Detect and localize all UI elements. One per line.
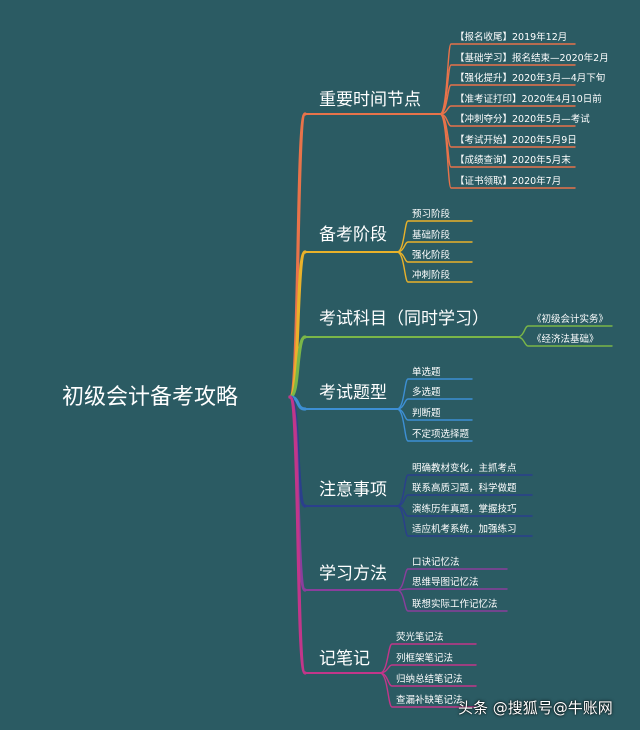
leaf-topic: 【强化提升】2020年3月—4月下旬 (455, 73, 606, 84)
branch-note-taking: 记笔记 (319, 649, 370, 669)
branch-exam-subjects: 考试科目（同时学习） (319, 309, 489, 329)
leaf-connector (439, 84, 576, 115)
leaf-topic: 单选题 (412, 367, 441, 378)
leaf-connector (396, 251, 473, 283)
leaf-connector (396, 505, 533, 537)
leaf-connector (516, 336, 613, 347)
leaf-topic: 【冲刺夺分】2020年5月—考试 (455, 114, 590, 125)
leaf-topic: 联系高质习题，科学做题 (412, 483, 517, 494)
leaf-connector (396, 589, 508, 612)
leaf-topic: 《初级会计实务》 (532, 314, 609, 325)
branch-question-types: 考试题型 (319, 383, 387, 403)
leaf-topic: 联想实际工作记忆法 (412, 599, 498, 610)
branch-notes: 注意事项 (319, 480, 387, 500)
leaf-topic: 口诀记忆法 (412, 557, 460, 568)
branch-important-dates: 重要时间节点 (319, 90, 421, 110)
leaf-topic: 【成绩查询】2020年5月末 (455, 155, 571, 166)
leaf-connector (379, 643, 477, 674)
leaf-connector (396, 588, 508, 591)
leaf-topic: 查漏补缺笔记法 (396, 695, 463, 706)
leaf-topic: 强化阶段 (412, 250, 451, 261)
branch-connector (288, 395, 307, 675)
leaf-topic: 演练历年真题，掌握技巧 (412, 504, 517, 515)
root-topic: 初级会计备考攻略 (62, 385, 239, 410)
branch-study-methods: 学习方法 (319, 564, 387, 584)
leaf-connector (396, 398, 473, 410)
leaf-topic: 【考试开始】2020年5月9日 (455, 135, 577, 146)
leaf-topic: 思维导图记忆法 (412, 577, 479, 588)
leaf-topic: 列框架笔记法 (396, 653, 454, 664)
leaf-topic: 《经济法基础》 (532, 334, 599, 345)
leaf-topic: 【准考证打印】2020年4月10日前 (455, 94, 602, 105)
leaf-topic: 判断题 (412, 408, 441, 419)
leaf-connector (379, 664, 477, 674)
leaf-topic: 冲刺阶段 (412, 270, 451, 281)
watermark: 头条 @搜狐号@牛账网 (458, 699, 613, 717)
leaf-topic: 不定项选择题 (412, 429, 470, 440)
leaf-topic: 适应机考系统，加强练习 (412, 524, 517, 535)
leaf-connector (439, 113, 576, 189)
leaf-connector (396, 568, 508, 591)
leaf-topic: 【基础学习】报名结束—2020年2月 (455, 53, 609, 64)
leaf-topic: 荧光笔记法 (396, 632, 444, 643)
leaf-connector (439, 105, 576, 115)
leaf-topic: 归纳总结笔记法 (396, 674, 463, 685)
branch-connector (288, 335, 307, 399)
leaf-topic: 基础阶段 (412, 230, 451, 241)
leaf-topic: 预习阶段 (412, 209, 451, 220)
leaf-topic: 多选题 (412, 387, 441, 398)
leaf-topic: 【报名收尾】2019年12月 (455, 32, 568, 43)
branch-prep-stages: 备考阶段 (319, 225, 387, 245)
leaf-connector (396, 408, 473, 442)
leaf-connector (396, 494, 533, 507)
leaf-connector (379, 672, 477, 708)
leaf-topic: 【证书领取】2020年7月 (455, 176, 562, 187)
leaf-topic: 明确教材变化，主抓考点 (412, 463, 517, 474)
